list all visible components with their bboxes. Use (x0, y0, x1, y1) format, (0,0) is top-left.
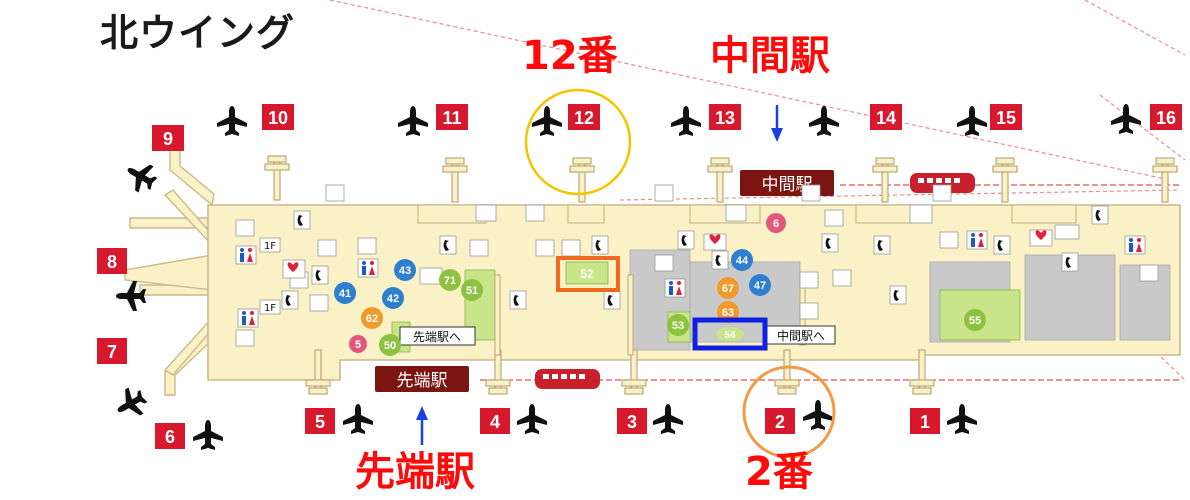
tip-station-sign (375, 366, 469, 392)
gate-10: 10 (268, 108, 288, 128)
floor-1f-label: 1F (264, 303, 276, 314)
heart-icon (287, 262, 299, 272)
shop54-highlight-box (692, 317, 768, 351)
shop-50: 50 (379, 334, 401, 356)
arrow-icon (416, 105, 783, 445)
svg-text:6: 6 (773, 218, 779, 230)
tip-station-annotation: 先端駅 (355, 449, 475, 495)
svg-text:42: 42 (387, 293, 399, 305)
svg-text:41: 41 (339, 288, 351, 300)
train-icon (910, 173, 975, 193)
svg-text:51: 51 (466, 285, 478, 297)
jet-bridges-top (264, 155, 1178, 203)
to-middle-station: 中間駅へ (777, 328, 825, 343)
gate-14: 14 (876, 108, 896, 128)
gate-3: 3 (627, 412, 637, 432)
gate-11: 11 (442, 108, 461, 128)
svg-text:5: 5 (355, 339, 361, 351)
shop-62: 62 (361, 307, 383, 329)
floor-1f-label: 1F (264, 241, 276, 252)
shop-43: 43 (394, 259, 416, 281)
shop-54: 54 (724, 330, 736, 341)
gate12-highlight-circle (524, 88, 632, 196)
shop-6: 6 (766, 213, 786, 233)
heart-icon (1035, 230, 1047, 240)
shop52-highlight-box (556, 256, 620, 292)
gate-9: 9 (163, 129, 173, 149)
svg-text:44: 44 (736, 255, 749, 267)
shop-55: 55 (964, 309, 986, 331)
shop-51: 51 (461, 279, 483, 301)
heart-icon (709, 234, 721, 244)
tip-station-label: 先端駅 (397, 371, 448, 391)
shop-53: 53 (667, 314, 689, 336)
gate-13: 13 (715, 108, 735, 128)
shop-71: 71 (439, 269, 461, 291)
train-icon (535, 369, 600, 389)
svg-text:43: 43 (399, 265, 411, 277)
page-title: 北ウイング (100, 11, 296, 55)
gate-15: 15 (996, 108, 1016, 128)
gate-1: 1 (920, 412, 930, 432)
svg-text:55: 55 (969, 315, 981, 327)
shop-42: 42 (382, 287, 404, 309)
shop-5: 5 (349, 335, 367, 353)
svg-text:50: 50 (384, 340, 396, 352)
middle-station-label: 中間駅 (762, 175, 813, 195)
gate-8: 8 (107, 252, 117, 272)
svg-text:71: 71 (444, 275, 456, 287)
svg-text:53: 53 (672, 320, 684, 332)
svg-text:47: 47 (754, 280, 766, 292)
gate-5: 5 (315, 412, 325, 432)
gate12-annotation: 12番 (522, 33, 618, 79)
gate2-highlight-circle (742, 365, 836, 459)
gate-6: 6 (165, 427, 175, 447)
middle-station-annotation: 中間駅 (710, 33, 830, 79)
gate-2: 2 (775, 412, 785, 432)
shop-67: 67 (717, 277, 739, 299)
shop-44: 44 (731, 249, 753, 271)
shop-52: 52 (580, 267, 594, 281)
svg-text:63: 63 (722, 307, 734, 319)
to-tip-station: 先端駅へ (413, 330, 461, 344)
gate-badges (97, 104, 1182, 449)
gate-7: 7 (107, 342, 117, 362)
svg-text:67: 67 (722, 283, 734, 295)
svg-text:62: 62 (366, 313, 378, 325)
gate2-annotation: 2番 (745, 449, 813, 495)
gate-12: 12 (574, 108, 594, 128)
gate-4: 4 (490, 412, 500, 432)
shop-41: 41 (334, 282, 356, 304)
gate-16: 16 (1156, 108, 1176, 128)
shop-47: 47 (749, 274, 771, 296)
